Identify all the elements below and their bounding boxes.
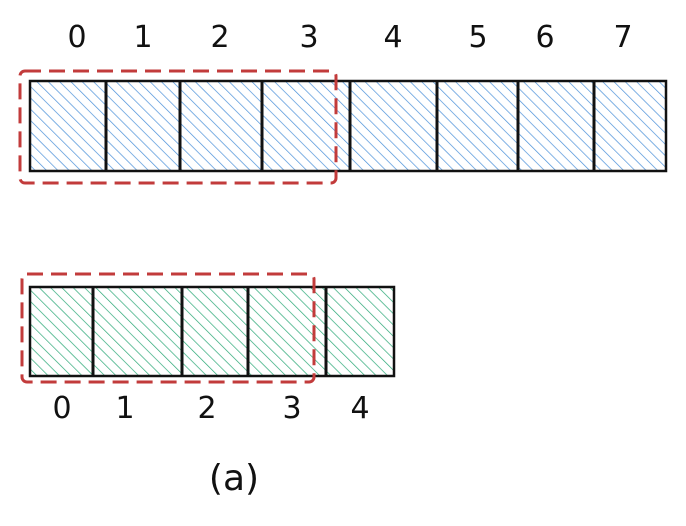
bottom-selection-box <box>20 272 316 384</box>
top-index-2: 2 <box>210 20 229 55</box>
bottom-cell-dividers <box>91 287 328 376</box>
top-index-4: 4 <box>383 20 402 55</box>
top-index-7: 7 <box>613 20 632 55</box>
top-array-border <box>28 79 668 173</box>
bottom-index-labels: 0 1 2 3 4 <box>52 391 369 426</box>
bottom-array: 0 1 2 3 4 <box>20 272 396 426</box>
top-index-3: 3 <box>299 20 318 55</box>
top-selection-box <box>18 69 338 185</box>
bottom-index-4: 4 <box>350 391 369 426</box>
figure-caption: (a) <box>209 458 259 499</box>
top-array: 0 1 2 3 4 5 6 7 <box>18 20 668 185</box>
top-array-fill <box>30 81 666 171</box>
top-cell-dividers <box>104 81 596 171</box>
bottom-index-2: 2 <box>197 391 216 426</box>
top-index-1: 1 <box>133 20 152 55</box>
bottom-index-1: 1 <box>115 391 134 426</box>
top-index-6: 6 <box>535 20 554 55</box>
top-index-0: 0 <box>67 20 86 55</box>
bottom-index-3: 3 <box>282 391 301 426</box>
top-index-5: 5 <box>468 20 487 55</box>
bottom-array-border <box>28 285 396 378</box>
bottom-array-fill <box>30 287 394 376</box>
top-index-labels: 0 1 2 3 4 5 6 7 <box>67 20 632 55</box>
bottom-index-0: 0 <box>52 391 71 426</box>
